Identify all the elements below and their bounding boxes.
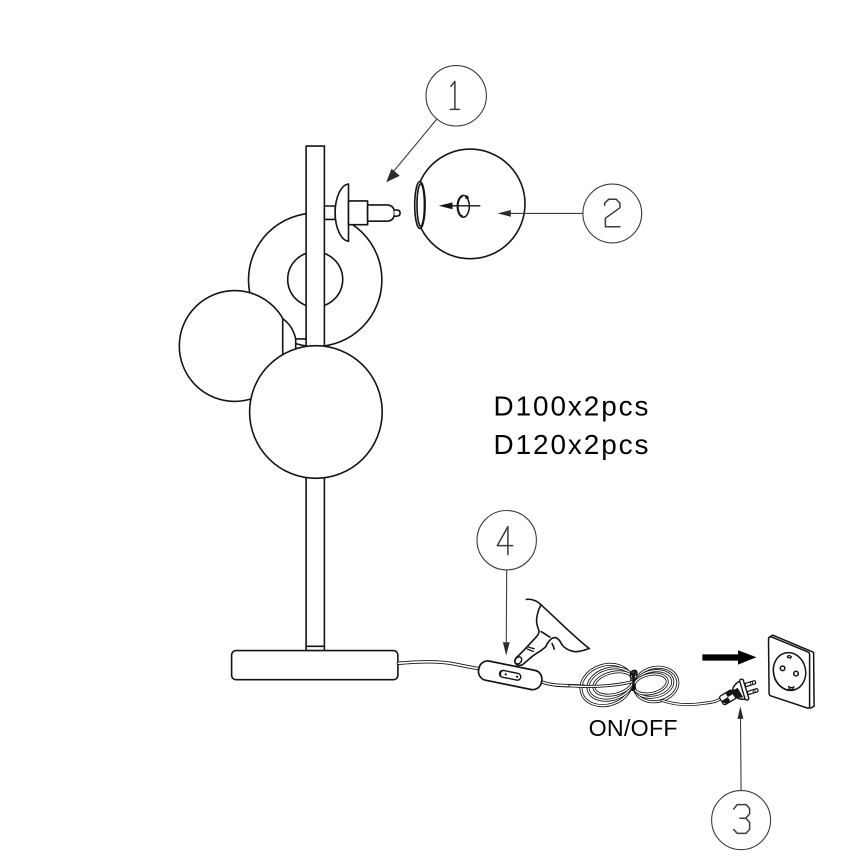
svg-text:D100x2pcs: D100x2pcs — [494, 391, 649, 422]
svg-text:D120x2pcs: D120x2pcs — [494, 429, 649, 460]
svg-text:ON/OFF: ON/OFF — [589, 715, 678, 741]
